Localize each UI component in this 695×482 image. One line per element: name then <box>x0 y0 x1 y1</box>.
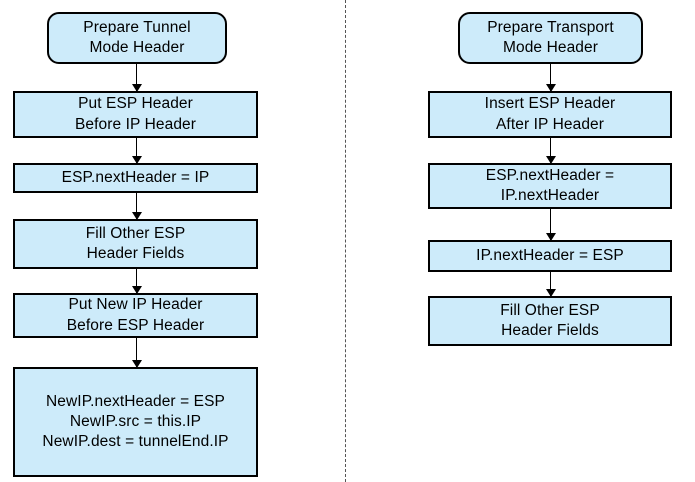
arrow-tunnel-step-4-to-step-5 <box>132 338 142 368</box>
arrow-transport-step-3-to-step-4 <box>546 272 556 297</box>
flow-node-tunnel-step-5: NewIP.nextHeader = ESP NewIP.src = this.… <box>13 367 258 477</box>
arrow-tunnel-start-to-step-1 <box>132 64 142 92</box>
flow-node-transport-step-4: Fill Other ESP Header Fields <box>428 296 672 346</box>
arrow-tunnel-step-3-to-step-4 <box>132 269 142 294</box>
flow-node-tunnel-step-2: ESP.nextHeader = IP <box>13 163 258 193</box>
flow-node-transport-step-2: ESP.nextHeader = IP.nextHeader <box>428 163 672 209</box>
flow-node-tunnel-step-1: Put ESP Header Before IP Header <box>13 91 258 138</box>
flow-node-tunnel-step-3: Fill Other ESP Header Fields <box>13 219 258 269</box>
flow-node-tunnel-start: Prepare Tunnel Mode Header <box>47 12 227 64</box>
flow-node-tunnel-step-4: Put New IP Header Before ESP Header <box>13 293 258 338</box>
arrow-tunnel-step-2-to-step-3 <box>132 193 142 220</box>
flow-node-transport-step-3: IP.nextHeader = ESP <box>428 240 672 272</box>
arrow-tunnel-step-1-to-step-2 <box>132 138 142 164</box>
arrow-transport-step-2-to-step-3 <box>546 209 556 241</box>
flow-node-transport-start: Prepare Transport Mode Header <box>458 12 643 64</box>
flow-node-transport-step-1: Insert ESP Header After IP Header <box>428 91 672 138</box>
arrow-transport-step-1-to-step-2 <box>546 138 556 164</box>
vertical-dashed-divider <box>345 0 346 482</box>
arrow-transport-start-to-step-1 <box>546 64 556 92</box>
